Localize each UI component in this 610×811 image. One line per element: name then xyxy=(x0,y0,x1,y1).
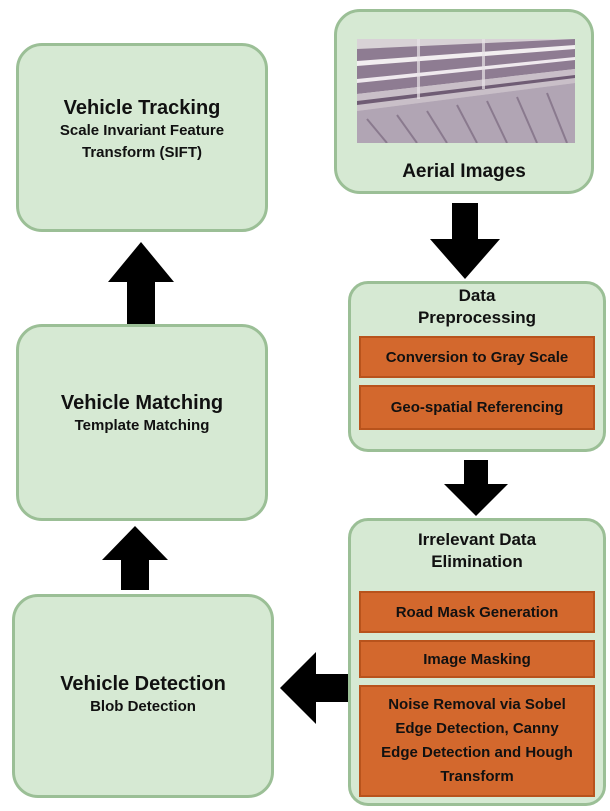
noise-removal-line4: Transform xyxy=(440,768,514,785)
aerial-photo xyxy=(357,39,575,143)
down-arrow-icon xyxy=(444,460,508,516)
down-arrow-icon xyxy=(430,203,500,279)
up-arrow-icon xyxy=(102,526,168,590)
data-preprocessing-title-line1: Data xyxy=(458,286,496,305)
vehicle-detection-box: Vehicle Detection Blob Detection xyxy=(12,594,274,798)
elimination-title-line1: Irrelevant Data xyxy=(417,530,537,549)
irrelevant-data-elimination-box: Irrelevant Data Elimination Road Mask Ge… xyxy=(348,518,606,806)
noise-removal-line2: Edge Detection, Canny xyxy=(395,720,559,737)
left-arrow-icon xyxy=(280,652,352,724)
aerial-images-box: Aerial Images xyxy=(334,9,594,194)
vehicle-matching-subtitle: Template Matching xyxy=(74,417,210,434)
vehicle-detection-title: Vehicle Detection xyxy=(60,673,226,695)
aerial-road-image xyxy=(357,39,575,143)
up-arrow-icon xyxy=(108,242,174,324)
vehicle-tracking-subtitle-line1: Scale Invariant Feature xyxy=(59,122,225,139)
vehicle-matching-box: Vehicle Matching Template Matching xyxy=(16,324,268,521)
conversion-gray-scale-step: Conversion to Gray Scale xyxy=(359,336,595,378)
vehicle-matching-title: Vehicle Matching xyxy=(60,392,224,414)
elimination-title-line2: Elimination xyxy=(431,552,523,571)
image-masking-step: Image Masking xyxy=(359,640,595,678)
data-preprocessing-box: Data Preprocessing Conversion to Gray Sc… xyxy=(348,281,606,452)
aerial-images-title: Aerial Images xyxy=(402,161,526,182)
noise-removal-line1: Noise Removal via Sobel xyxy=(388,696,566,713)
vehicle-tracking-title: Vehicle Tracking xyxy=(63,97,221,119)
road-mask-generation-step: Road Mask Generation xyxy=(359,591,595,633)
vehicle-tracking-subtitle-line2: Transform (SIFT) xyxy=(81,144,202,161)
data-preprocessing-title-line2: Preprocessing xyxy=(417,308,537,327)
vehicle-detection-subtitle: Blob Detection xyxy=(90,698,196,715)
vehicle-tracking-box: Vehicle Tracking Scale Invariant Feature… xyxy=(16,43,268,232)
noise-removal-line3: Edge Detection and Hough xyxy=(381,744,573,761)
geo-spatial-referencing-step: Geo-spatial Referencing xyxy=(359,385,595,430)
noise-removal-step: Noise Removal via Sobel Edge Detection, … xyxy=(359,685,595,797)
